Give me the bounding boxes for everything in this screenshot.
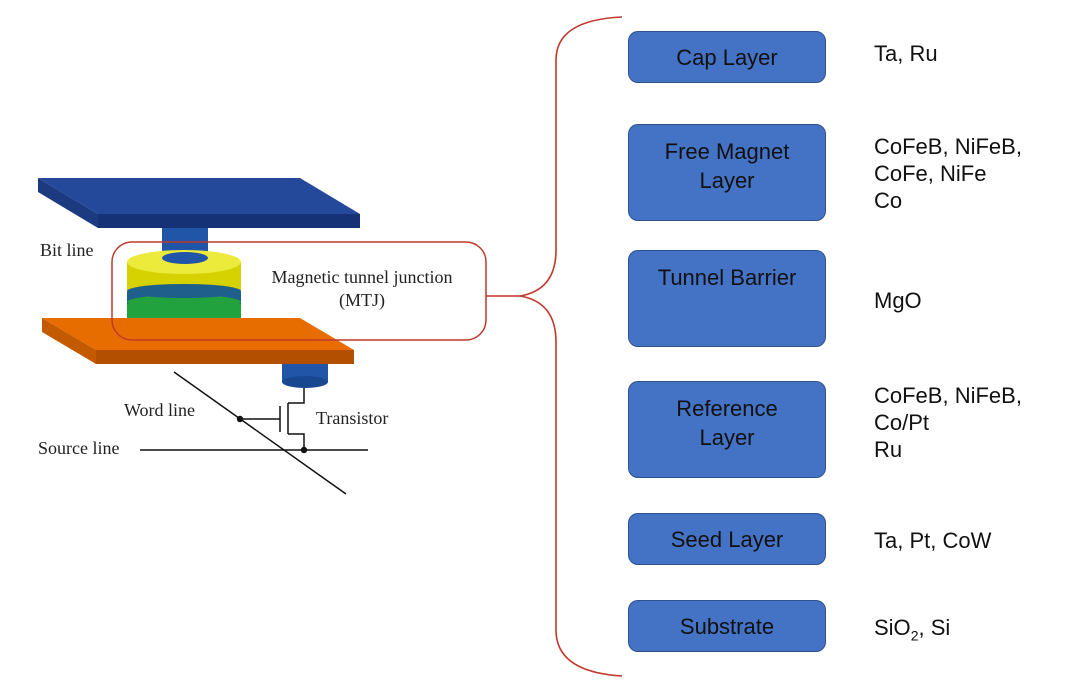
bit-line-plate xyxy=(38,178,360,228)
layer-name-line: Layer xyxy=(699,425,755,450)
material-line: CoFeB, NiFeB, xyxy=(874,383,1022,408)
materials-tunnel-barrier: MgO xyxy=(874,287,1074,314)
materials-seed: Ta, Pt, CoW xyxy=(874,527,1074,554)
layer-box-seed: Seed Layer xyxy=(628,513,826,565)
mtj-highlight-outline xyxy=(111,241,487,341)
source-line-label: Source line xyxy=(38,438,119,458)
layer-box-free-magnet: Free Magnet Layer xyxy=(628,124,826,221)
material-line: Co/Pt xyxy=(874,410,930,435)
bottom-pillar xyxy=(282,364,328,388)
layer-name-line: Free Magnet xyxy=(664,139,790,164)
transistor-label: Transistor xyxy=(316,408,388,428)
material-line: CoFeB, NiFeB, xyxy=(874,134,1022,159)
word-line-label: Word line xyxy=(124,400,195,420)
layer-name-line: Tunnel Barrier xyxy=(657,265,797,290)
bottom-plate xyxy=(42,318,354,364)
material-text: SiO xyxy=(874,615,911,640)
bit-line-label: Bit line xyxy=(40,240,94,260)
materials-cap: Ta, Ru xyxy=(874,40,1074,67)
layer-box-reference: Reference Layer xyxy=(628,381,826,478)
material-line: Ta, Ru xyxy=(874,41,938,66)
layer-name-line: Reference xyxy=(676,396,778,421)
mtj-label-line1: Magnetic tunnel junction xyxy=(272,267,453,287)
materials-reference: CoFeB, NiFeB, Co/Pt Ru xyxy=(874,382,1074,463)
word-line-node xyxy=(236,415,244,423)
layer-name-line: Substrate xyxy=(679,613,775,639)
layer-brace xyxy=(519,16,623,677)
layer-name-line: Cap Layer xyxy=(676,44,778,70)
material-line: Ru xyxy=(874,437,903,462)
layer-name-line: Seed Layer xyxy=(670,526,784,552)
material-line: Ta, Pt, CoW xyxy=(874,528,992,553)
materials-substrate: SiO2, Si xyxy=(874,614,1074,644)
layer-box-tunnel-barrier: Tunnel Barrier xyxy=(628,250,826,347)
material-line: MgO xyxy=(874,288,922,313)
layer-box-substrate: Substrate xyxy=(628,600,826,652)
layer-name-line: Layer xyxy=(699,168,755,193)
transistor-circuit xyxy=(140,371,368,495)
material-subscript: 2 xyxy=(910,627,919,644)
mtj-label-line2: (MTJ) xyxy=(339,290,385,311)
material-text: , Si xyxy=(918,615,951,640)
material-line: CoFe, NiFe xyxy=(874,161,987,186)
material-line: Co xyxy=(874,188,903,213)
materials-free-magnet: CoFeB, NiFeB, CoFe, NiFe Co xyxy=(874,133,1074,214)
layer-box-cap: Cap Layer xyxy=(628,31,826,83)
source-line-node xyxy=(300,446,308,454)
